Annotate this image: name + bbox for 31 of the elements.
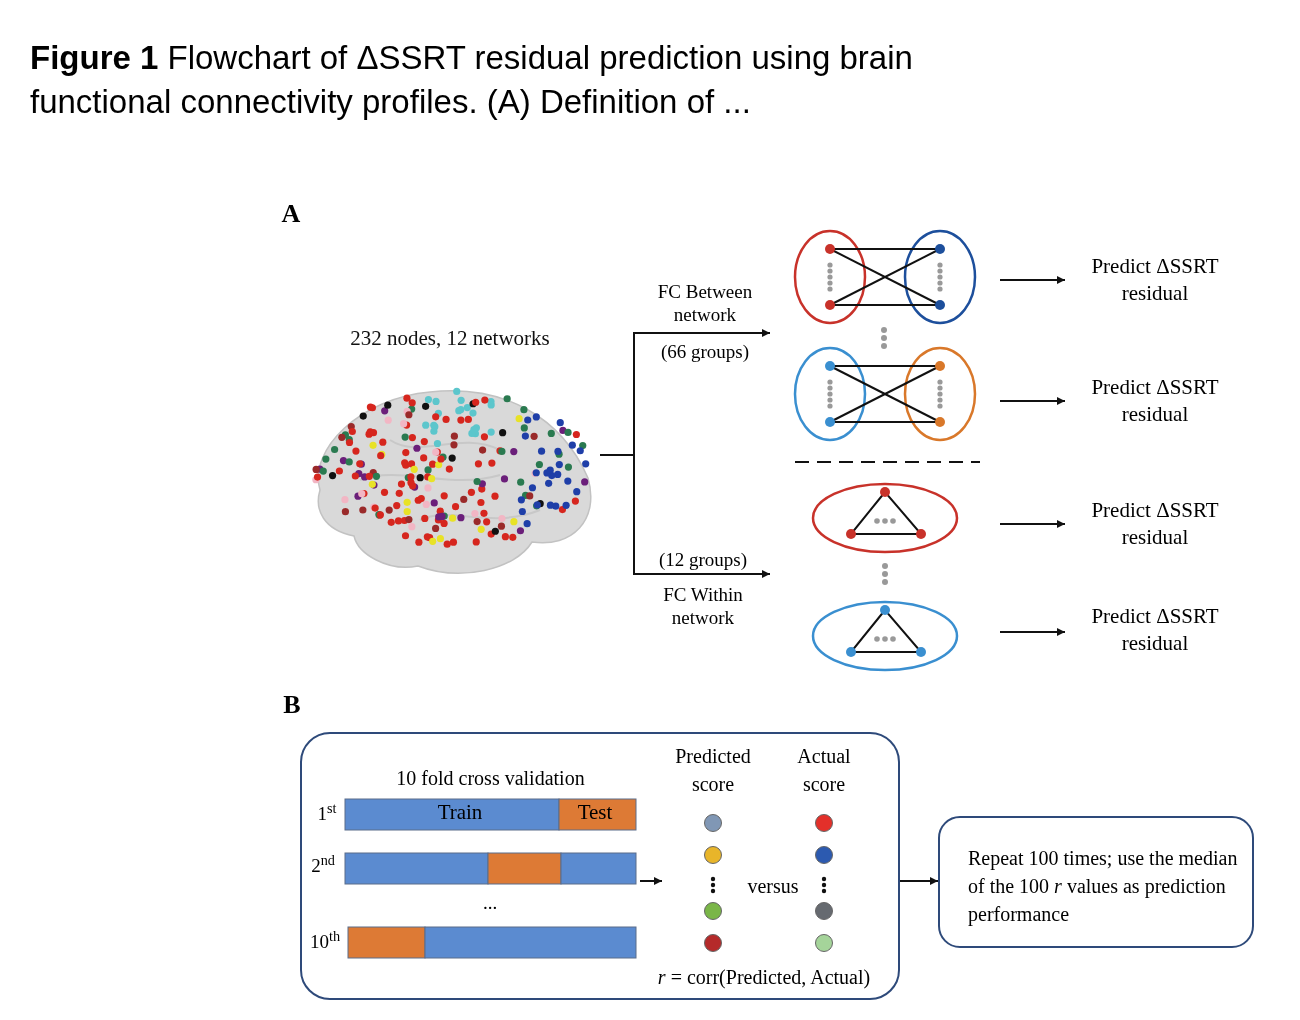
node-text: Repeat 100 times; use the median of the 100 r values as prediction performance xyxy=(968,846,1238,928)
text-label: 10$^{th}$ xyxy=(309,927,341,954)
arrow xyxy=(999,628,1066,636)
arrow xyxy=(999,276,1066,284)
arrow xyxy=(999,520,1066,528)
panel-letter: A xyxy=(281,197,301,230)
text-label: 1$^{st}$ xyxy=(317,799,337,826)
arrow xyxy=(899,877,939,885)
node-text: Predict ΔSSRT residual xyxy=(1090,497,1220,551)
text-label: (12 groups) xyxy=(658,547,748,572)
arrow xyxy=(599,454,771,578)
cross-validation-panel xyxy=(300,732,900,1000)
node-text: Predicted score xyxy=(674,744,752,797)
node-text: 232 nodes, 12 networks xyxy=(349,325,551,351)
text-label: (66 groups) xyxy=(660,339,750,364)
panel-letter: B xyxy=(283,688,301,721)
text-label: 2$^{nd}$ xyxy=(311,851,335,878)
text-label: Train xyxy=(437,799,483,827)
text-label: Test xyxy=(577,799,613,827)
text-label: ... xyxy=(482,890,498,915)
node-text: Actual score xyxy=(796,744,852,797)
arrow xyxy=(999,397,1066,405)
node-text: versus xyxy=(746,874,800,899)
process-box xyxy=(938,816,1254,948)
text-label: r = corr(Predicted, Actual) xyxy=(657,965,871,991)
node-text: Predict ΔSSRT residual xyxy=(1090,374,1220,428)
node-text: 10 fold cross validation xyxy=(395,766,586,790)
figure-title: Figure 1 Flowchart of ΔSSRT residual prediction using brain functional connectivity profiles. (A) Definition of ... xyxy=(30,38,914,122)
node-text: Predict ΔSSRT residual xyxy=(1090,603,1220,657)
arrow xyxy=(639,877,663,885)
node-text: Predict ΔSSRT residual xyxy=(1090,253,1220,307)
